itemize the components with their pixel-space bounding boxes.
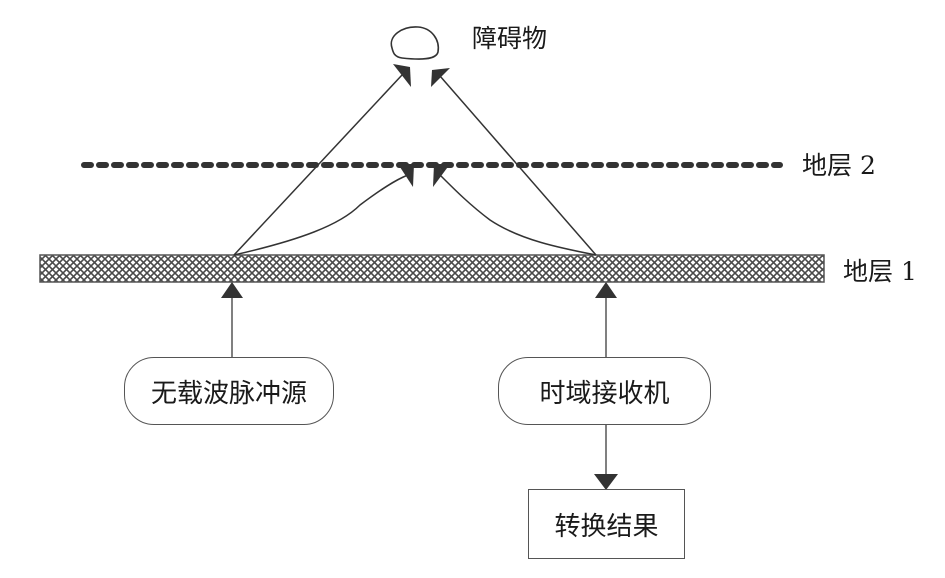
pulse-source-label: 无载波脉冲源 — [150, 378, 307, 409]
layer-1-label: 地层 1 — [843, 257, 917, 286]
arrowhead-layer2-right — [433, 164, 450, 187]
time-domain-receiver-node: 时域接收机 — [498, 357, 711, 425]
ray-source-to-obstacle — [233, 74, 403, 256]
ray-source-to-layer2 — [233, 174, 409, 256]
receiver-label: 时域接收机 — [539, 378, 670, 409]
arrowhead-receiver-up — [595, 282, 617, 298]
arrowhead-obstacle-left — [393, 64, 411, 87]
obstacle-shape — [390, 26, 440, 60]
arrowhead-obstacle-right — [431, 68, 450, 87]
ray-layer2-to-receiver — [439, 174, 597, 256]
result-label: 转换结果 — [554, 511, 659, 542]
arrowhead-layer2-left — [398, 164, 414, 187]
ray-obstacle-to-receiver — [439, 75, 597, 256]
pulse-source-node: 无载波脉冲源 — [124, 357, 334, 425]
arrowhead-source-up — [221, 282, 243, 298]
conversion-result-node: 转换结果 — [528, 489, 685, 559]
obstacle-label: 障碍物 — [472, 24, 548, 53]
layer-1-bar — [39, 254, 825, 283]
layer-2-label: 地层 2 — [802, 151, 876, 180]
arrowhead-result-down — [594, 474, 618, 490]
